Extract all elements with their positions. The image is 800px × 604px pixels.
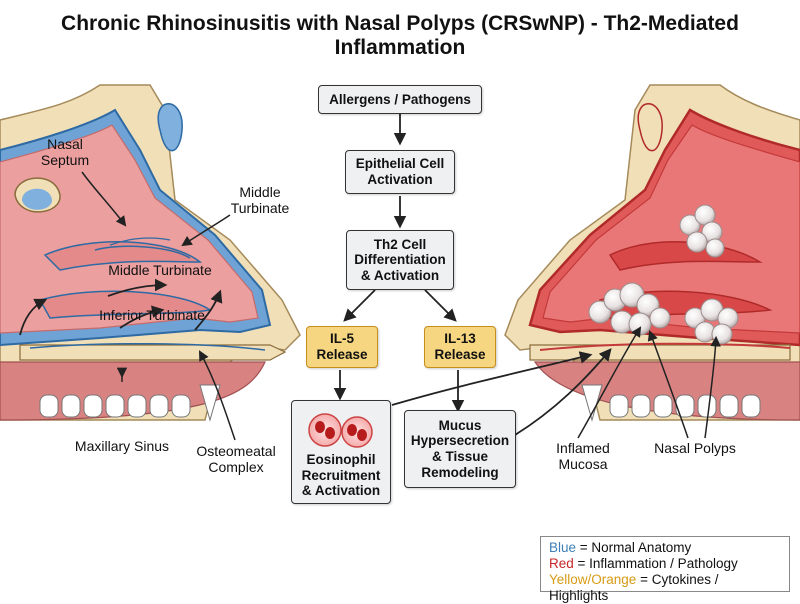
legend-key-blue: Blue — [549, 540, 577, 555]
box-mucus-hypersecretion: Mucus Hypersecretion & Tissue Remodeling — [404, 410, 516, 488]
box-allergens: Allergens / Pathogens — [318, 85, 482, 114]
legend-row-blue: Blue = Normal Anatomy — [549, 540, 781, 556]
normal-anatomy — [0, 84, 301, 441]
label-osteomeatal-complex: Osteomeatal Complex — [196, 443, 276, 476]
label-maxillary-sinus: Maxillary Sinus — [74, 438, 170, 454]
legend-key-red: Red — [549, 556, 574, 571]
box-epithelial-activation: Epithelial Cell Activation — [345, 150, 455, 194]
label-middle-turbinate-outer: Middle Turbinate — [230, 184, 290, 217]
color-legend: Blue = Normal Anatomy Red = Inflammation… — [540, 536, 790, 603]
legend-text-yellow: = Cytokines / Highlights — [549, 572, 719, 603]
eosinophil-text: Eosinophil Recruitment & Activation — [301, 452, 381, 499]
box-il5-release: IL-5 Release — [306, 326, 378, 368]
label-nasal-polyps: Nasal Polyps — [654, 440, 736, 456]
legend-row-red: Red = Inflammation / Pathology — [549, 556, 781, 572]
diagram-title: Chronic Rhinosinusitis with Nasal Polyps… — [61, 12, 739, 59]
legend-key-yellow: Yellow/Orange — [549, 572, 637, 587]
nasal-polyps-cluster — [588, 204, 739, 345]
inflamed-anatomy — [504, 84, 800, 439]
eosinophil-cells-icon — [308, 413, 373, 449]
legend-text-blue: = Normal Anatomy — [576, 540, 692, 555]
box-il13-release: IL-13 Release — [424, 326, 496, 368]
label-inflamed-mucosa: Inflamed Mucosa — [556, 440, 610, 473]
box-th2-activation: Th2 Cell Differentiation & Activation — [346, 230, 454, 290]
flow-arrows — [333, 114, 612, 436]
label-nasal-septum: Nasal Septum — [40, 136, 90, 169]
legend-text-red: = Inflammation / Pathology — [573, 556, 738, 571]
label-middle-turbinate-inner: Middle Turbinate — [108, 262, 212, 278]
box-eosinophil-recruitment: Eosinophil Recruitment & Activation — [291, 400, 391, 504]
label-inferior-turbinate: Inferior Turbinate — [99, 307, 205, 323]
legend-row-yellow: Yellow/Orange = Cytokines / Highlights — [549, 572, 781, 604]
